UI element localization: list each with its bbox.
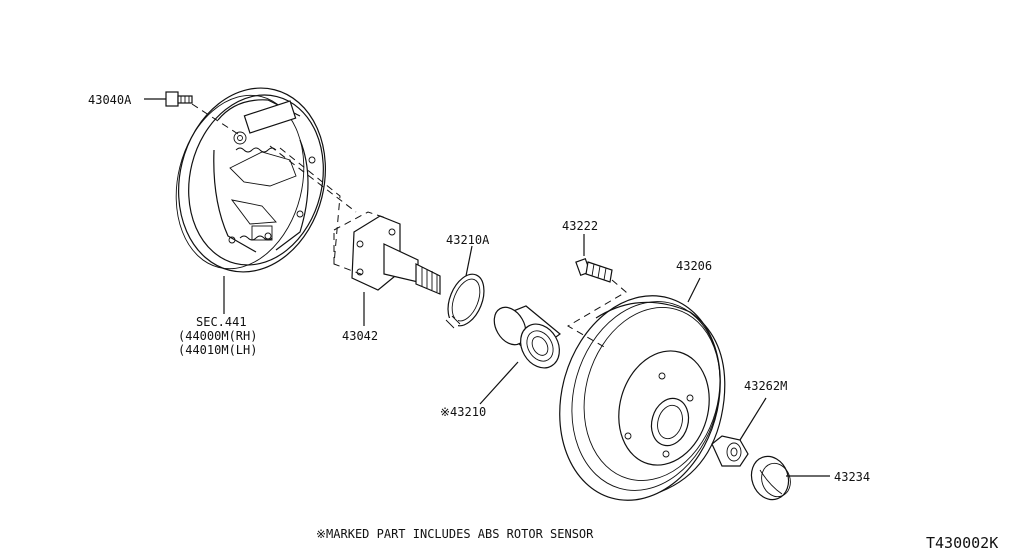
label-backing-plate-lh: (44010M(LH) <box>178 343 257 357</box>
label-bearing: ※43210 <box>440 405 486 419</box>
diagram-code: T430002K <box>926 534 998 552</box>
mounting-bolt-icon <box>165 91 193 107</box>
label-spindle: 43042 <box>342 329 378 343</box>
grease-cap-icon <box>750 455 791 501</box>
label-backing-plate-rh: (44000M(RH) <box>178 329 257 343</box>
label-nut: 43262M <box>744 379 787 393</box>
spindle-icon <box>351 215 441 295</box>
footnote: ※MARKED PART INCLUDES ABS ROTOR SENSOR <box>316 527 594 541</box>
label-backing-plate-sec: SEC.441 <box>196 315 247 329</box>
label-cap: 43234 <box>834 470 870 484</box>
wheel-bearing-icon <box>493 305 561 369</box>
hub-nut-icon <box>711 435 749 467</box>
label-bolt: 43040A <box>88 93 132 107</box>
label-drum: 43206 <box>676 259 712 273</box>
brake-drum-icon <box>559 295 726 501</box>
snap-ring-icon <box>445 273 485 329</box>
label-hub-bolt: 43222 <box>562 219 598 233</box>
hub-bolt-icon <box>575 257 613 283</box>
backing-plate-assembly <box>175 87 326 273</box>
label-snap-ring: 43210A <box>446 233 490 247</box>
